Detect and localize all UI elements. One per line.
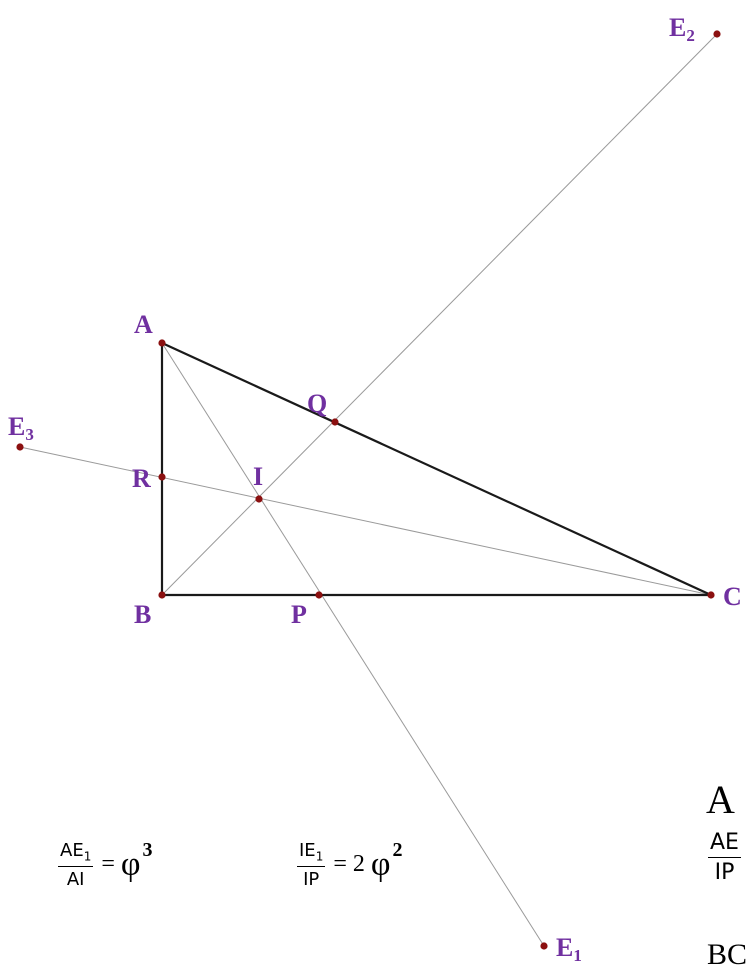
- label-subscript: 3: [25, 425, 34, 444]
- point-a: [158, 339, 166, 347]
- label-e3: E3: [8, 412, 34, 444]
- point-q: [331, 418, 339, 426]
- triangle-abc: [160, 342, 712, 597]
- coefficient: 2: [352, 851, 365, 878]
- exponent: 2: [392, 839, 403, 862]
- fraction-denominator: AI: [66, 868, 85, 890]
- point-r: [158, 473, 166, 481]
- equals-sign: =: [101, 851, 115, 878]
- cutoff-fraction: AE IP: [708, 830, 750, 885]
- fraction: AE1 AI: [58, 840, 94, 890]
- label-a: A: [134, 310, 153, 339]
- equals-sign: =: [333, 851, 347, 878]
- point-c: [707, 591, 715, 599]
- fraction-numerator: AE: [708, 830, 741, 858]
- label-e1: E1: [556, 933, 582, 961]
- point-e3: [16, 443, 24, 451]
- fraction-numerator: AE1: [58, 840, 94, 867]
- label-r: R: [132, 464, 151, 493]
- fraction: AE IP: [708, 830, 741, 885]
- formula-ae1-over-ai: AE1 AI = φ 3: [58, 839, 153, 890]
- edge-ac: [161, 342, 712, 596]
- point-e1: [540, 942, 548, 950]
- fraction-denominator: IP: [303, 868, 320, 890]
- exponent: 3: [142, 839, 153, 862]
- label-i: I: [253, 462, 263, 491]
- cutoff-heading-text: A: [706, 777, 735, 822]
- point-b: [158, 591, 166, 599]
- label-q: Q: [307, 389, 327, 418]
- construction-lines: [19, 33, 718, 947]
- point-e2: [713, 30, 721, 38]
- label-subscript: 1: [573, 946, 582, 961]
- label-p: P: [291, 600, 307, 629]
- points: [16, 30, 721, 950]
- fraction: IE1 IP: [297, 840, 326, 890]
- phi-symbol: φ: [370, 845, 391, 883]
- line-c-e3: [19, 446, 712, 596]
- phi-symbol: φ: [120, 845, 141, 883]
- line-b-e2: [161, 33, 718, 596]
- label-e2: E2: [669, 13, 695, 45]
- formula-ie1-over-ip: IE1 IP = 2 φ 2: [297, 839, 403, 890]
- cutoff-bottom-text: BC: [707, 938, 748, 971]
- label-b: B: [134, 600, 151, 629]
- fraction-numerator: IE1: [297, 840, 326, 867]
- point-i: [255, 495, 263, 503]
- fraction-denominator: IP: [714, 860, 735, 885]
- label-subscript: 2: [686, 26, 695, 45]
- line-a-e1: [161, 342, 545, 947]
- label-c: C: [723, 582, 742, 611]
- point-p: [315, 591, 323, 599]
